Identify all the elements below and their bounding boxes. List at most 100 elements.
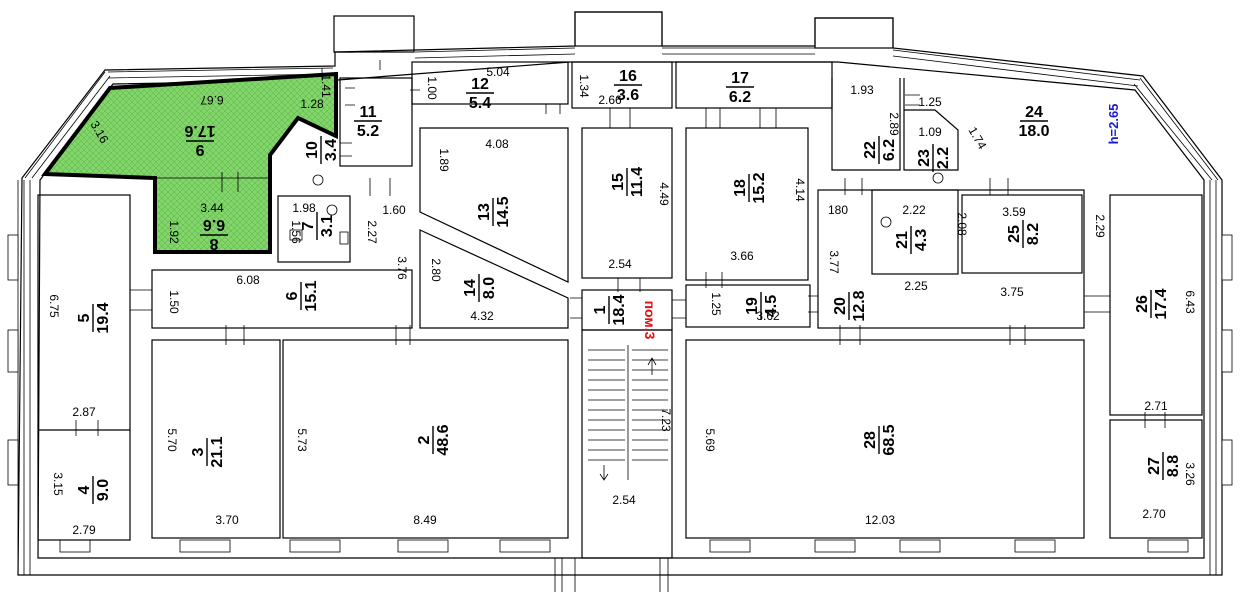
room-15-number: 15: [610, 173, 627, 191]
room-1-area: 18.4: [611, 294, 628, 325]
dimension-label: 1.56: [289, 220, 303, 244]
dimension-label: 2.79: [72, 523, 96, 537]
room-4-number: 4: [76, 485, 93, 494]
room-12-label: 125.4: [466, 76, 494, 112]
room-3-area: 21.1: [209, 436, 226, 467]
room-7-number: 7: [300, 221, 317, 230]
dimension-label: 3.59: [1002, 205, 1026, 219]
dimension-label: 4.32: [470, 309, 494, 323]
room-28-area: 68.5: [881, 424, 898, 455]
room-1-number: 1: [592, 305, 609, 314]
dimension-label: 2.29: [1093, 214, 1107, 238]
room-18-number: 18: [732, 179, 749, 197]
room-12-number: 12: [471, 76, 489, 93]
room-4-area: 9.0: [95, 479, 112, 501]
room-16-area: 3.6: [617, 87, 639, 104]
room-28-number: 28: [862, 431, 879, 449]
dimension-label: 6.08: [236, 273, 260, 287]
dimension-label: 3.66: [730, 249, 754, 263]
dimension-label: 1.28: [300, 97, 324, 111]
room-24-area: 18.0: [1018, 123, 1049, 140]
room-21-number: 21: [894, 231, 911, 249]
ceiling-height-label: h=2.65: [1106, 104, 1121, 145]
dimension-label: 2.08: [955, 212, 969, 236]
dimension-label: 2.54: [608, 257, 632, 271]
dimension-label: 6.43: [1183, 290, 1197, 314]
dimension-label: 1.34: [577, 74, 591, 98]
room-14-number: 14: [462, 279, 479, 297]
room-5-number: 5: [76, 313, 93, 322]
dimension-label: 1.25: [918, 95, 942, 109]
room-23-area: 2.2: [935, 147, 952, 169]
dimension-label: 5.04: [486, 65, 510, 79]
room-7-area: 3.1: [319, 215, 336, 237]
room-20-area: 12.8: [851, 290, 868, 321]
dimension-label: 3.76: [395, 256, 409, 280]
dimension-label: 2.70: [1142, 507, 1166, 521]
dimension-label: 2.87: [72, 405, 96, 419]
dimension-labels: 6.673.161.411.283.441.921.005.041.342.66…: [47, 65, 1197, 537]
room-15-area: 11.4: [629, 167, 646, 197]
room-9-label: 917.6: [184, 122, 215, 158]
room-20-number: 20: [832, 297, 849, 315]
dimension-label: 3.44: [200, 201, 224, 215]
room-21-area: 4.3: [913, 229, 930, 251]
room-11-label: 115.2: [354, 104, 382, 140]
dimension-label: 3.70: [215, 513, 239, 527]
dimension-label: 1.89: [437, 148, 451, 172]
dimension-label: 2.80: [429, 258, 443, 282]
room-25-number: 25: [1006, 225, 1023, 243]
dimension-label: 2.66: [598, 93, 622, 107]
room-12-area: 5.4: [469, 95, 491, 112]
dimension-label: 3.62: [756, 309, 780, 323]
dimension-label: 2.22: [902, 203, 926, 217]
dimension-label: 2.27: [365, 220, 379, 244]
dimension-label: 1.50: [167, 290, 181, 314]
room-22-area: 6.2: [881, 139, 898, 161]
room-10-number: 10: [304, 141, 321, 159]
room-2-area: 48.6: [435, 424, 452, 455]
room-8-number: 8: [209, 235, 218, 252]
dimension-label: 3.75: [1000, 285, 1024, 299]
dimension-label: 1.41: [319, 74, 333, 98]
dimension-label: 7.23: [659, 408, 673, 432]
room-17-number: 17: [731, 70, 749, 87]
dimension-label: 5.70: [165, 428, 179, 452]
room-16-number: 16: [619, 68, 637, 85]
room-17-area: 6.2: [729, 89, 751, 106]
dimension-label: 1.92: [167, 220, 181, 244]
dimension-label: 3.26: [1183, 462, 1197, 486]
dimension-label: 2.25: [904, 279, 928, 293]
room-23-number: 23: [916, 149, 933, 167]
room-5-area: 19.4: [95, 302, 112, 333]
room-9-number: 9: [195, 141, 204, 158]
room-18-area: 15.2: [751, 172, 768, 203]
dimension-label: 12.03: [865, 513, 895, 527]
room-14-area: 8.0: [481, 277, 498, 299]
dimension-label: 2.89: [887, 112, 901, 136]
room-22-number: 22: [862, 141, 879, 159]
dimension-label: 1.25: [709, 292, 723, 316]
dimension-label: 4.08: [485, 137, 509, 151]
room-16-label: 163.6: [614, 68, 642, 104]
dimension-label: 1.74: [966, 124, 990, 152]
room-13-area: 14.5: [495, 196, 512, 227]
